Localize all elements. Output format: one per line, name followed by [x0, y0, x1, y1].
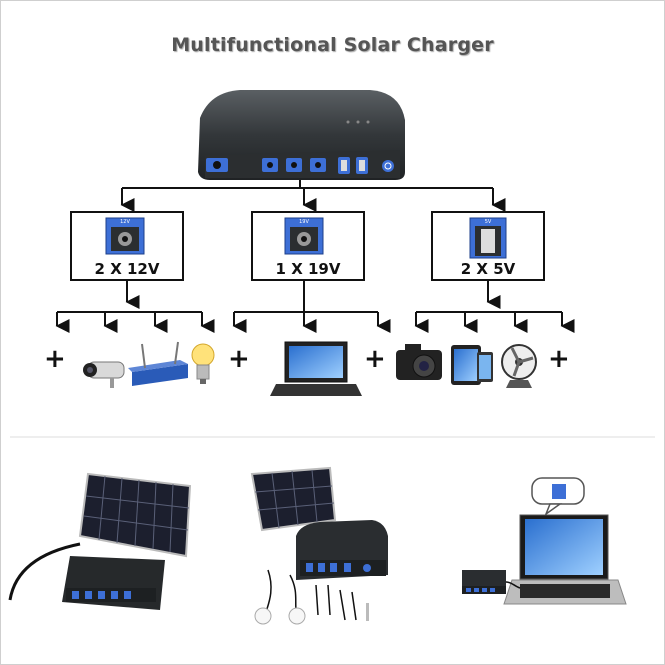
cctv-camera-icon [83, 361, 125, 388]
power-button-icon [382, 160, 394, 172]
port-label-5v: 5V [484, 219, 492, 225]
light-bulb-icon [191, 343, 215, 384]
solar-charger-box [198, 90, 405, 180]
output-box-12v [70, 211, 184, 281]
tablet-phone-icon [451, 345, 493, 385]
device-lines [55, 280, 575, 333]
port-label-12v: 12V [120, 219, 130, 225]
photo-solar-kit-with-bulbs [250, 466, 388, 625]
port-label-19v: 19V [299, 219, 309, 225]
digital-camera-icon [396, 344, 442, 380]
desk-fan-icon [501, 344, 537, 388]
plus-sign-icon: + [364, 344, 386, 374]
plus-sign-icon: + [548, 344, 570, 374]
output-box-19v [251, 211, 365, 281]
plus-sign-icon: + [228, 344, 250, 374]
distribution-lines [120, 180, 506, 212]
laptop-icon [270, 341, 362, 396]
output-label-12v: 2 X 12V [94, 260, 160, 278]
output-label-5v: 2 X 5V [460, 260, 516, 278]
photo-laptop-with-charger [462, 477, 627, 605]
output-box-5v [431, 211, 545, 281]
photo-solar-panel-with-charger [8, 472, 192, 610]
plus-sign-icon: + [44, 344, 66, 374]
page-title: Multifunctional Solar Charger [171, 34, 494, 56]
output-label-19v: 1 X 19V [275, 260, 341, 278]
wifi-router-icon [128, 341, 188, 386]
